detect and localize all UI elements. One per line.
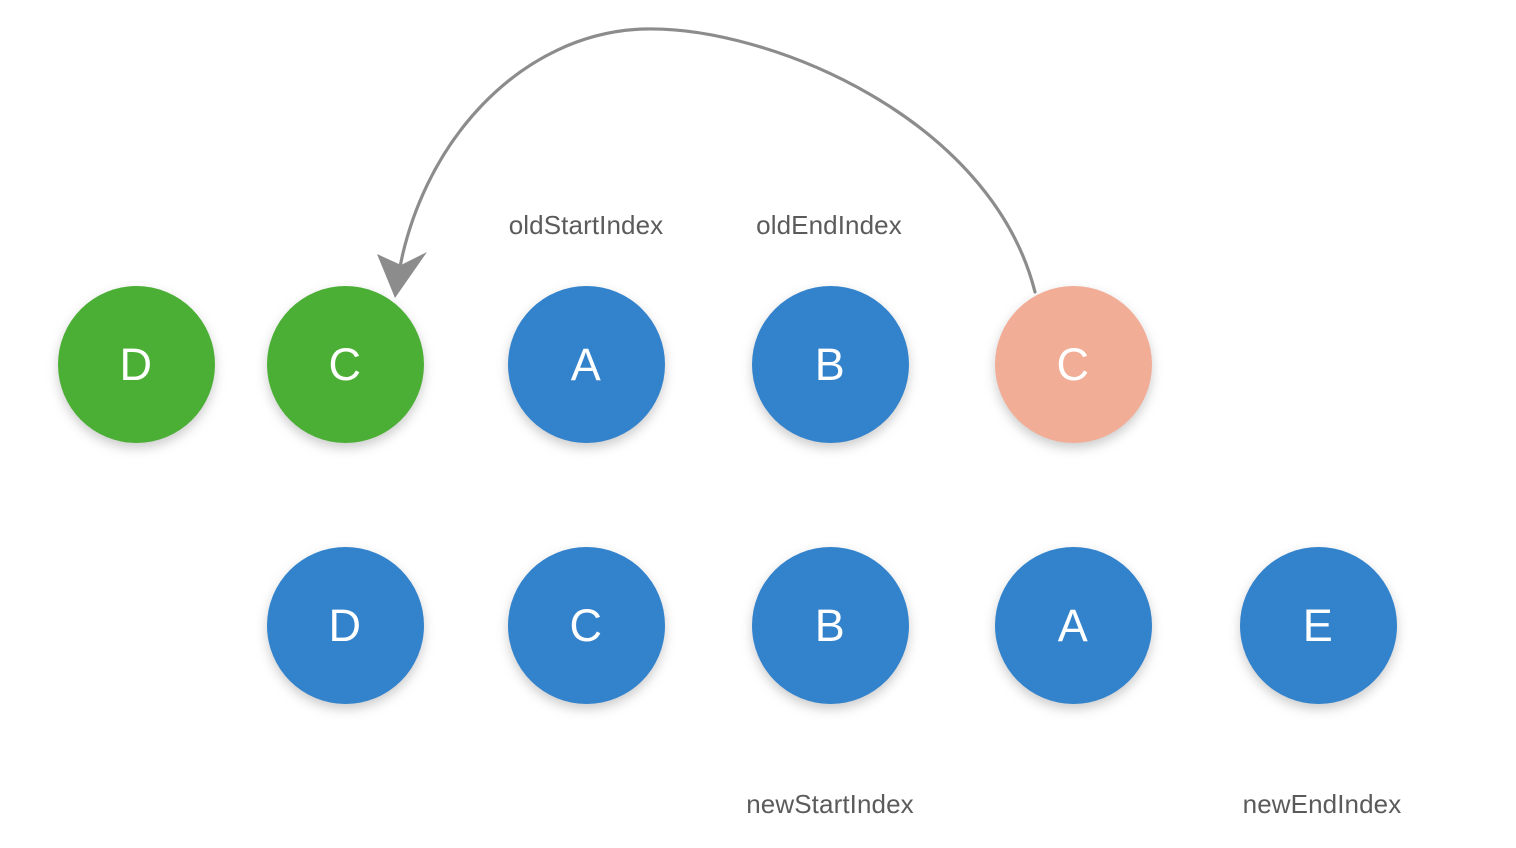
old-node-c-green-label: C (328, 338, 362, 390)
old-node-c-pink[interactable]: C (994, 285, 1152, 443)
old-node-b-label: B (814, 338, 846, 390)
caption-old-end-index: oldEndIndex (756, 210, 902, 240)
caption-old-start-index: oldStartIndex (508, 210, 664, 240)
new-node-e-label: E (1302, 599, 1334, 651)
new-node-d-label: D (328, 599, 362, 651)
move-arrow-head (377, 252, 427, 298)
old-node-d[interactable]: D (57, 285, 215, 443)
old-node-a[interactable]: A (507, 285, 665, 443)
new-node-b[interactable]: B (751, 546, 909, 704)
old-node-a-label: A (570, 338, 602, 390)
new-node-e[interactable]: E (1239, 546, 1397, 704)
new-node-b-label: B (814, 599, 846, 651)
caption-new-start-index: newStartIndex (746, 789, 914, 819)
new-node-c[interactable]: C (507, 546, 665, 704)
new-node-d[interactable]: D (266, 546, 424, 704)
old-node-d-label: D (119, 338, 153, 390)
new-node-c-label: C (569, 599, 603, 651)
move-arrow-path (395, 27, 1037, 294)
old-node-c-pink-label: C (1056, 338, 1090, 390)
old-node-b[interactable]: B (751, 285, 909, 443)
new-node-a-label: A (1057, 599, 1089, 651)
new-node-a[interactable]: A (994, 546, 1152, 704)
old-node-c-green[interactable]: C (266, 285, 424, 443)
caption-new-end-index: newEndIndex (1242, 789, 1402, 819)
